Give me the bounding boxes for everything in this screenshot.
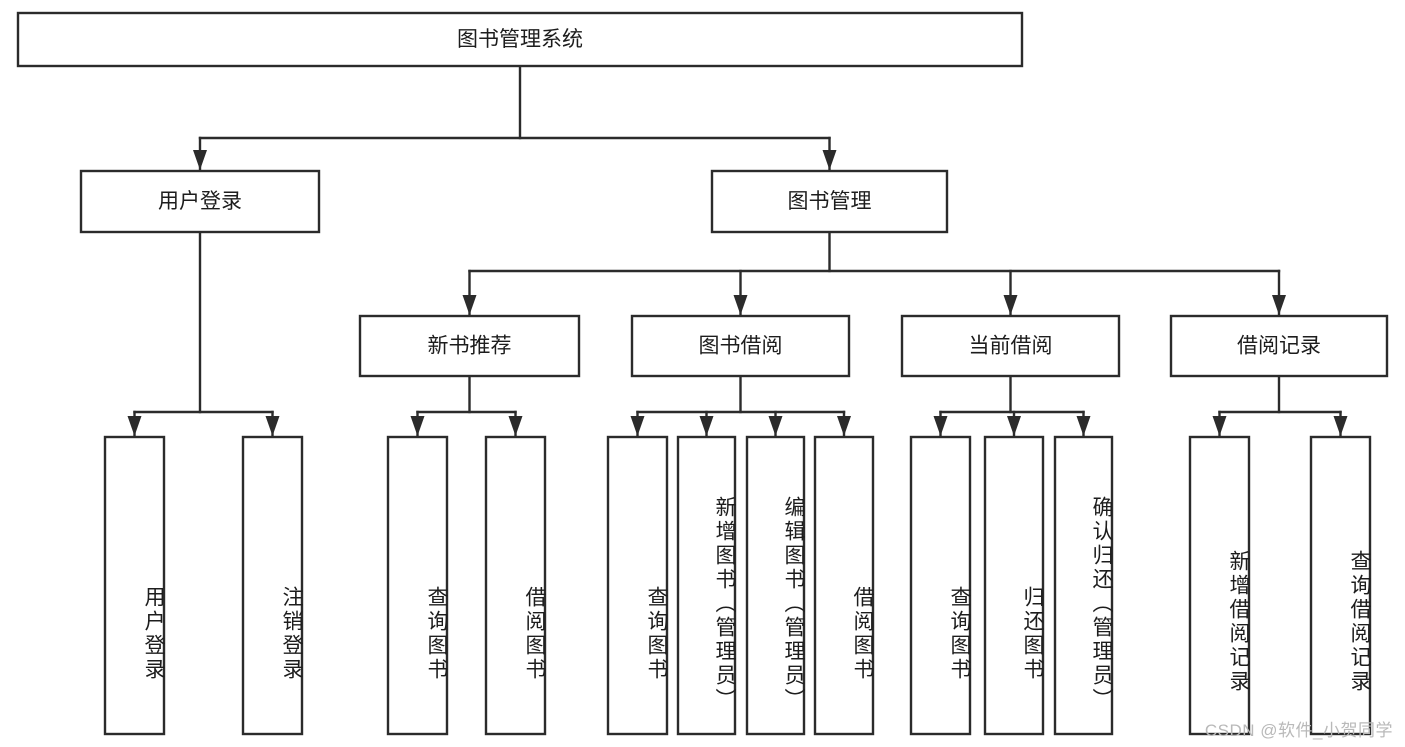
arrow-head-icon (768, 416, 783, 436)
arrow-head-icon (630, 416, 645, 436)
node-leaf-10[interactable] (1053, 435, 1114, 736)
node-level3-新书推荐[interactable] (358, 314, 581, 378)
node-level3-图书借阅[interactable] (630, 314, 851, 378)
node-root-label: 图书管理系统 (457, 28, 583, 51)
node-level3-借阅记录[interactable] (1169, 314, 1389, 378)
node-level3-label-2: 当前借阅 (969, 335, 1053, 358)
arrow-head-icon (1272, 295, 1286, 315)
node-leaf-9[interactable] (983, 435, 1045, 736)
node-level2-图书管理[interactable] (710, 169, 949, 234)
arrow-head-icon (822, 150, 837, 170)
node-leaf-8[interactable] (909, 435, 972, 736)
node-level2-label-0: 用户登录 (158, 190, 242, 213)
node-level3-当前借阅[interactable] (900, 314, 1121, 378)
node-level3-label-3: 借阅记录 (1237, 335, 1321, 358)
arrow-head-icon (837, 416, 851, 436)
arrow-head-icon (265, 416, 280, 436)
node-leaf-0[interactable] (103, 435, 166, 736)
node-leaf-2[interactable] (386, 435, 449, 736)
arrow-head-icon (933, 416, 948, 436)
watermark: CSDN @软件_小贺同学 (1204, 721, 1393, 740)
node-level2-用户登录[interactable] (79, 169, 321, 234)
node-leaf-12[interactable] (1309, 435, 1372, 736)
arrow-head-icon (193, 150, 207, 170)
arrow-head-icon (1212, 416, 1227, 436)
arrow-head-icon (462, 295, 477, 315)
node-root-图书管理系统[interactable] (16, 11, 1024, 68)
node-leaf-3[interactable] (484, 435, 547, 736)
node-level3-label-0: 新书推荐 (428, 335, 512, 358)
arrow-head-icon (1007, 416, 1021, 436)
arrow-head-icon (699, 416, 714, 436)
arrow-head-icon (1076, 416, 1091, 436)
arrow-head-icon (508, 416, 523, 436)
arrow-head-icon (733, 295, 748, 315)
node-level2-label-1: 图书管理 (788, 190, 872, 213)
node-leaf-6[interactable] (745, 435, 806, 736)
connector-lines (127, 64, 1348, 438)
node-leaf-1[interactable] (241, 435, 304, 736)
node-leaf-11[interactable] (1188, 435, 1251, 736)
arrow-head-icon (1333, 416, 1348, 436)
node-leaf-4[interactable] (606, 435, 669, 736)
node-boxes (16, 11, 1389, 736)
node-leaf-7[interactable] (813, 435, 875, 736)
node-level3-label-1: 图书借阅 (699, 335, 783, 358)
arrow-head-icon (1003, 295, 1018, 315)
arrow-head-icon (410, 416, 425, 436)
arrow-head-icon (127, 416, 142, 436)
node-leaf-5[interactable] (676, 435, 737, 736)
